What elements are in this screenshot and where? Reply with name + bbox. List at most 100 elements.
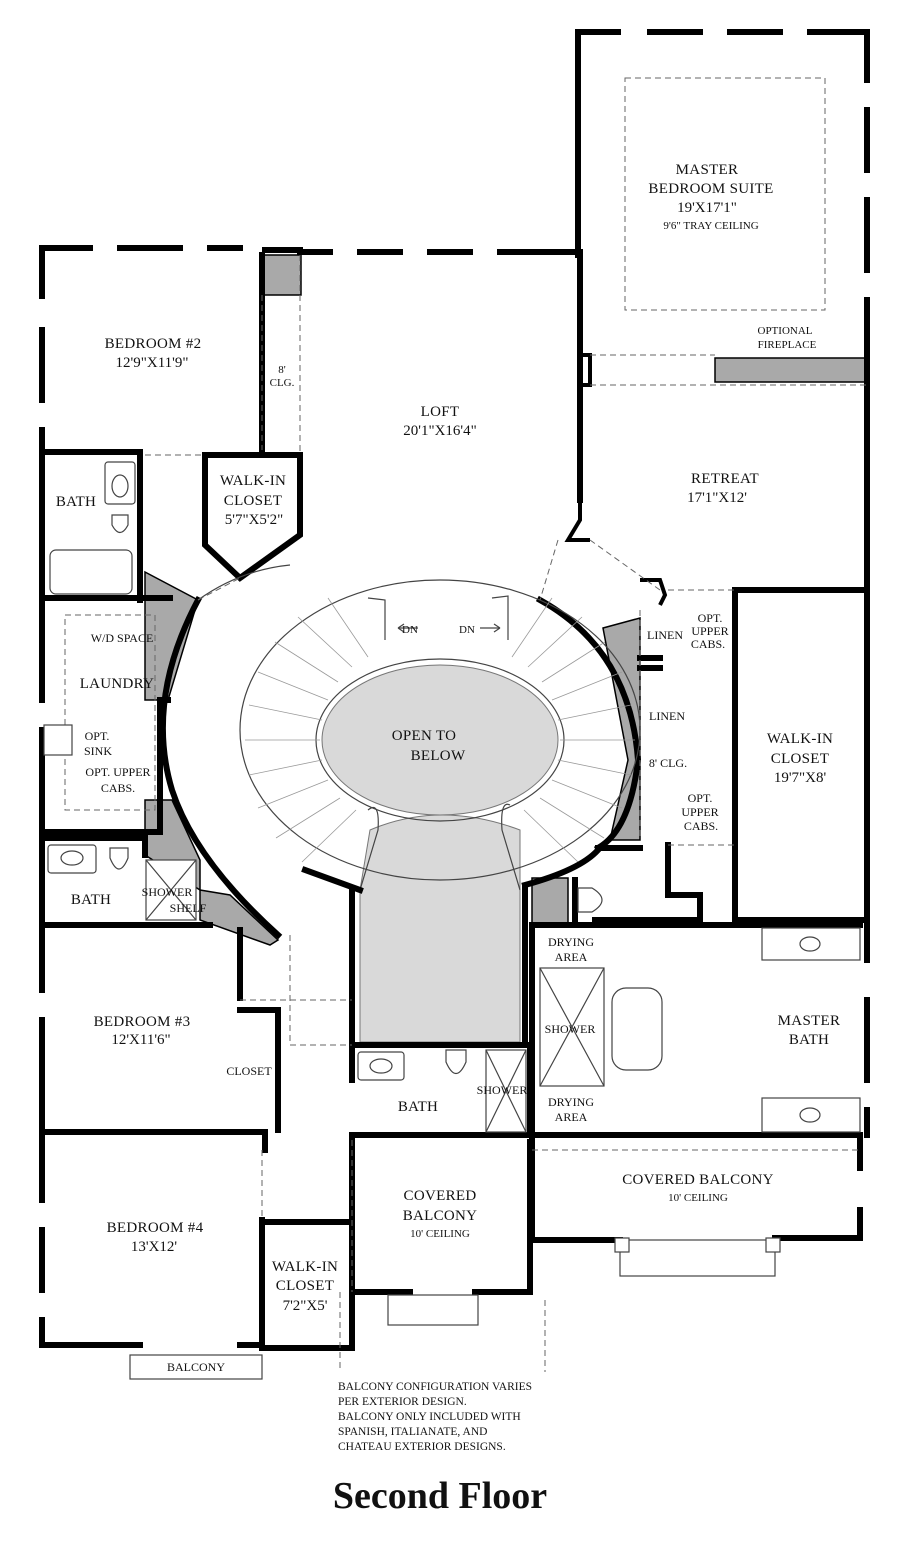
walkin-closet-3-label-2: CLOSET (276, 1278, 334, 1294)
stair-newel-right (501, 803, 521, 891)
dn-arrow-right (480, 623, 501, 633)
ceiling-8-right-label: 8' CLG. (649, 756, 687, 770)
closet-label: CLOSET (226, 1064, 272, 1078)
dn-arrow-left (397, 623, 418, 633)
rotunda-wall-left (159, 595, 283, 940)
bath2-shower-x (145, 859, 197, 921)
rotunda-arc-top (197, 564, 291, 601)
wall-top-left (39, 245, 303, 253)
retreat-door-line (589, 539, 661, 591)
note-line-3: BALCONY ONLY INCLUDED WITH (338, 1411, 521, 1423)
master-shower-label: SHOWER (545, 1022, 596, 1036)
column-block (262, 254, 302, 296)
bath-2-label: BATH (71, 892, 111, 908)
stair-treads-right (511, 597, 635, 863)
laundry-sink (43, 724, 73, 756)
opt-sink-label-1: OPT. (85, 729, 110, 743)
note-line-1: BALCONY CONFIGURATION VARIES (338, 1381, 532, 1393)
walkin-closet-1-dims: 5'7"X5'2" (225, 512, 283, 528)
linen-2-label: LINEN (649, 709, 685, 723)
wall-bedroom4-right (259, 1129, 268, 1351)
dn-right-label: DN (459, 624, 475, 636)
wall-infill-left-lower (199, 889, 280, 946)
tray-ceiling-outline (624, 77, 826, 311)
opt-upper-cabs-1-l1: OPT. (698, 611, 723, 625)
bath3-shower-x (485, 1049, 527, 1133)
covered-balcony-right-label: COVERED BALCONY (622, 1172, 774, 1188)
wall-balcony-right (772, 1135, 863, 1241)
rotunda (159, 564, 642, 940)
master-sink-bottom (799, 1107, 821, 1123)
note-line-4: SPANISH, ITALIANATE, AND (338, 1426, 487, 1438)
laundry-label: LAUNDRY (80, 676, 155, 692)
opt-upper-cabs-2-l2: UPPER (681, 805, 718, 819)
drying-area-bottom-2: AREA (555, 1110, 588, 1124)
stair-landing-left (367, 597, 386, 640)
covered-balcony-right-note: 10' CEILING (668, 1192, 728, 1204)
ceiling-8-top-2: CLG. (270, 377, 295, 389)
walkin-closet-master-dims: 19'7"X8' (774, 770, 827, 786)
balcony-notes: BALCONY CONFIGURATION VARIES PER EXTERIO… (338, 1381, 532, 1453)
opt-upper-cabs-2-l1: OPT. (688, 791, 713, 805)
opt-upper-cabs-1-l2: UPPER (691, 624, 728, 638)
wall-bath2-top (39, 835, 148, 858)
fireplace-label-1: OPTIONAL (758, 325, 813, 337)
master-suite-dims: 19'X17'1" (677, 200, 737, 216)
opt-sink-label-2: SINK (84, 744, 112, 758)
bath3-toilet (445, 1049, 467, 1075)
note-line-5: CHATEAU EXTERIOR DESIGNS. (338, 1441, 506, 1453)
bath-1-label: BATH (56, 494, 96, 510)
drying-area-top-2: AREA (555, 950, 588, 964)
balcony-bedroom4 (129, 1354, 263, 1380)
wall-balcony-right-left (529, 1137, 623, 1243)
stair-landing-right (491, 595, 509, 640)
wall-covered-balcony-center (349, 1243, 533, 1295)
shower-shelf-label-2: SHELF (170, 901, 207, 915)
optional-fireplace-block (714, 357, 868, 383)
balcony-post-right (765, 1237, 781, 1253)
bedroom3-label: BEDROOM #3 (94, 1014, 191, 1030)
rotunda-wall-foyer-right (521, 845, 603, 889)
fixtures (43, 461, 861, 1380)
shaded-areas (144, 254, 868, 1043)
wall-walkin-closet-master (732, 587, 870, 923)
wall-linen-jog (640, 578, 668, 606)
walkin-closet-3-dims: 7'2"X5' (283, 1298, 328, 1314)
wall-retreat-jog (564, 490, 590, 542)
wall-wc-master (592, 842, 703, 923)
covered-balcony-center-1: COVERED (404, 1188, 477, 1204)
master-suite-label-1: MASTER (676, 162, 739, 178)
opt-upper-cabs-laundry-1: OPT. UPPER (85, 765, 150, 779)
bath2-sink (60, 850, 84, 866)
master-shower-x (539, 967, 605, 1087)
linen-1-label: LINEN (647, 628, 683, 642)
wall-bedroom3-closet (237, 1007, 281, 1133)
master-sink-top (799, 936, 821, 952)
bedroom2-label: BEDROOM #2 (105, 336, 202, 352)
fireplace-label-2: FIREPLACE (758, 339, 817, 351)
loft-label: LOFT (421, 404, 460, 420)
ceiling-8-top-1: 8' (278, 364, 286, 376)
opt-upper-cabs-1-l3: CABS. (691, 637, 725, 651)
stair-treads-left (245, 597, 369, 863)
open-to-below-label-2: BELOW (411, 748, 466, 764)
bedroom2-dims: 12'9"X11'9" (116, 355, 189, 371)
balcony-post-left (614, 1237, 630, 1253)
plan-title: Second Floor (333, 1475, 547, 1517)
balcony-center (387, 1294, 479, 1326)
master-suite-note: 9'6" TRAY CEILING (663, 220, 758, 232)
shower-shelf-label-1: SHOWER (142, 885, 193, 899)
rotunda-wall-right (535, 595, 642, 853)
note-line-2: PER EXTERIOR DESIGN. (338, 1396, 467, 1408)
retreat-door-line-2 (539, 539, 559, 601)
wall-bedroom2-bottom (39, 449, 143, 603)
wall-linen-divider (637, 655, 663, 671)
open-to-below-label-1: OPEN TO (392, 728, 456, 744)
closet-master-lines (668, 589, 735, 846)
dn-left-label: DN (402, 624, 418, 636)
master-retreat-line (590, 354, 867, 386)
covered-balcony-center-note: 10' CEILING (410, 1228, 470, 1240)
bedroom4-dims: 13'X12' (131, 1239, 178, 1255)
